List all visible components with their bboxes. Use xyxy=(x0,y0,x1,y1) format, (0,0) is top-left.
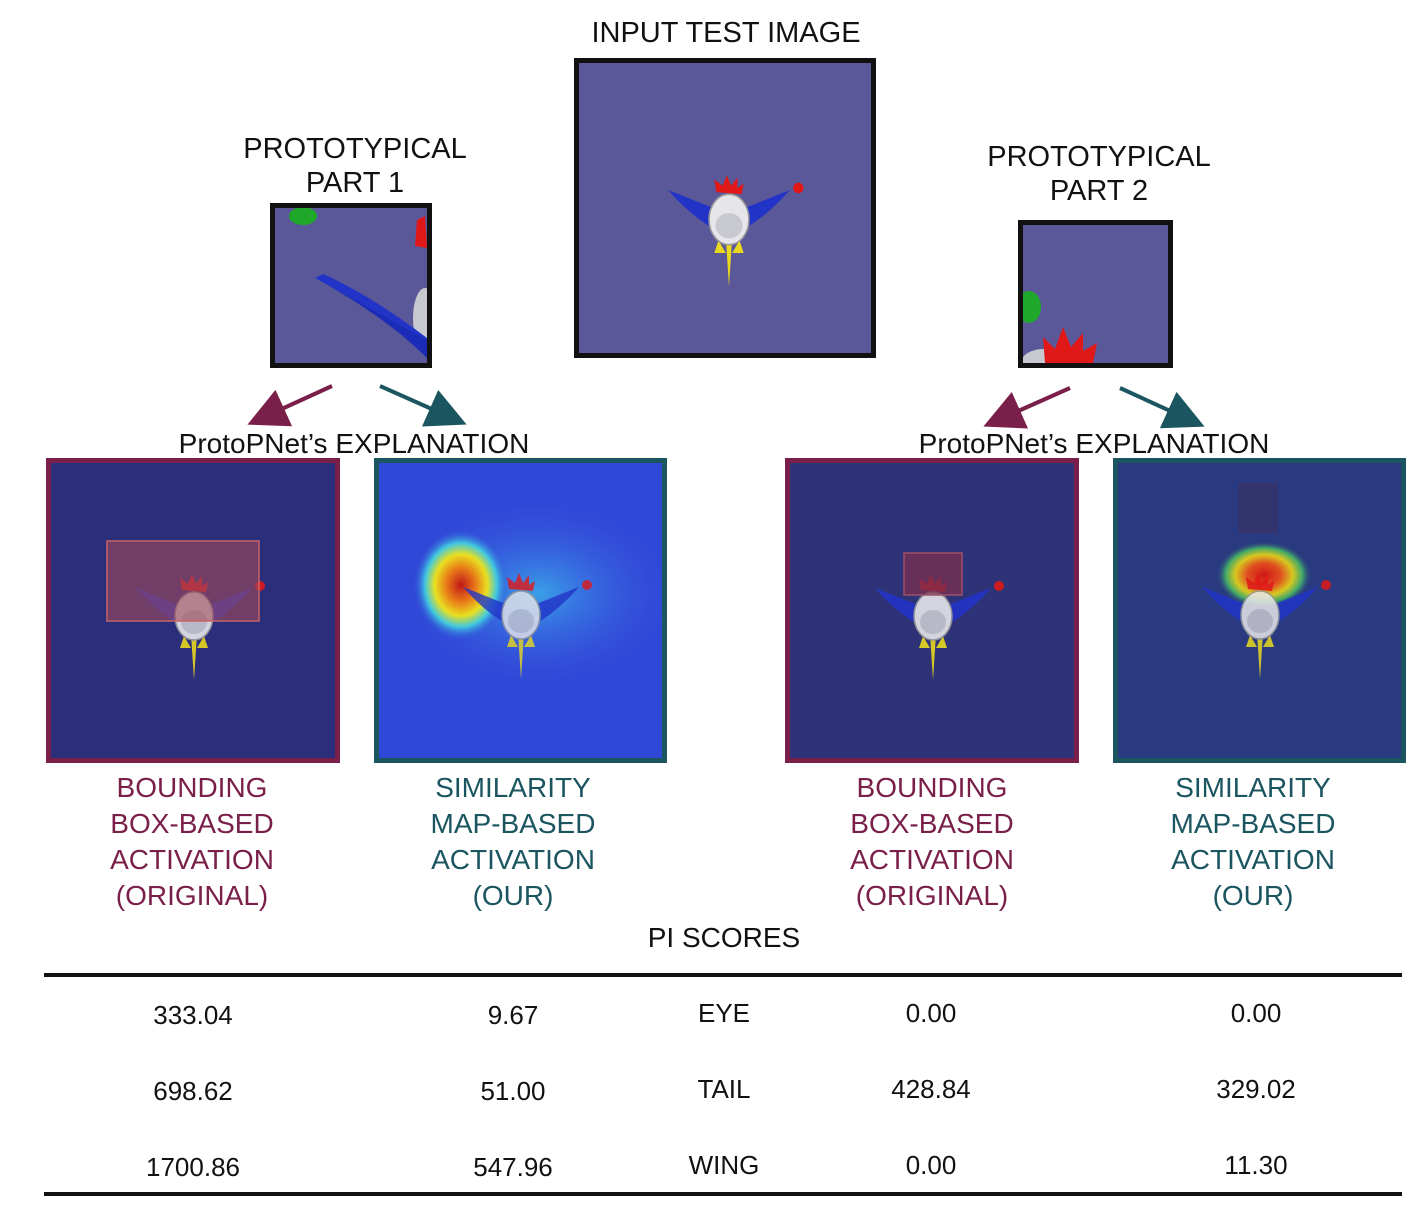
part-label: TAIL xyxy=(697,1074,751,1104)
part2-bbox-activation-image xyxy=(785,458,1079,763)
caption-part1-sim: SIMILARITY MAP-BASED ACTIVATION (OUR) xyxy=(363,770,663,914)
p1-sim-score: 51.00 xyxy=(480,1076,546,1106)
input-test-image xyxy=(574,58,876,358)
caption-line: SIMILARITY xyxy=(435,772,591,803)
caption-part1-bbox: BOUNDING BOX-BASED ACTIVATION (ORIGINAL) xyxy=(42,770,342,914)
caption-line: BOX-BASED xyxy=(850,808,1014,839)
arrow-part1-to-sim xyxy=(379,384,467,427)
caption-part2-sim: SIMILARITY MAP-BASED ACTIVATION (OUR) xyxy=(1103,770,1403,914)
caption-part2-bbox: BOUNDING BOX-BASED ACTIVATION (ORIGINAL) xyxy=(782,770,1082,914)
part-label: EYE xyxy=(697,998,751,1028)
p2-bbox-score: 0.00 xyxy=(905,1150,957,1180)
p1-bbox-score: 333.04 xyxy=(153,1000,233,1030)
caption-line: (ORIGINAL) xyxy=(115,880,269,911)
caption-line: ACTIVATION xyxy=(1171,844,1335,875)
arrow-part2-to-sim xyxy=(1119,386,1205,429)
p2-sim-score: 329.02 xyxy=(1216,1074,1296,1104)
arrow-part2-to-bbox xyxy=(983,386,1071,429)
caption-line: (OUR) xyxy=(472,880,554,911)
prototype-part1-image xyxy=(270,203,432,368)
caption-line: BOUNDING xyxy=(116,772,268,803)
input-image-title: INPUT TEST IMAGE xyxy=(591,17,861,49)
prototype-part2-image xyxy=(1018,220,1173,368)
caption-line: ACTIVATION xyxy=(431,844,595,875)
part1-title-line2: PART 1 xyxy=(305,167,405,199)
caption-line: ACTIVATION xyxy=(110,844,274,875)
p2-bbox-score: 0.00 xyxy=(905,998,957,1028)
p2-sim-score: 0.00 xyxy=(1230,998,1282,1028)
caption-line: ACTIVATION xyxy=(850,844,1014,875)
explanation-label-part1: ProtoPNet’s EXPLANATION xyxy=(178,428,530,459)
p1-sim-score: 9.67 xyxy=(487,1000,539,1030)
part-label: WING xyxy=(688,1150,760,1180)
p2-sim-score: 11.30 xyxy=(1224,1150,1288,1180)
p1-bbox-score: 1700.86 xyxy=(146,1152,240,1182)
caption-line: MAP-BASED xyxy=(430,808,596,839)
caption-line: MAP-BASED xyxy=(1170,808,1336,839)
part2-title-line2: PART 2 xyxy=(1049,175,1149,207)
pi-scores-title: PI SCORES xyxy=(647,922,801,953)
caption-line: (ORIGINAL) xyxy=(855,880,1009,911)
caption-line: BOUNDING xyxy=(856,772,1008,803)
part1-similarity-map-image xyxy=(374,458,667,763)
p1-sim-score: 547.96 xyxy=(473,1152,553,1182)
part2-title: PROTOTYPICAL PART 2 xyxy=(949,140,1249,208)
explanation-label-part2: ProtoPNet’s EXPLANATION xyxy=(918,428,1270,459)
part2-similarity-map-image xyxy=(1113,458,1406,763)
caption-line: BOX-BASED xyxy=(110,808,274,839)
part1-title-line1: PROTOTYPICAL xyxy=(243,133,467,165)
caption-line: SIMILARITY xyxy=(1175,772,1331,803)
p1-bbox-score: 698.62 xyxy=(153,1076,233,1106)
table-top-rule xyxy=(44,973,1402,977)
part1-title: PROTOTYPICAL PART 1 xyxy=(205,132,505,200)
arrow-part1-to-bbox xyxy=(247,384,333,427)
part2-title-line1: PROTOTYPICAL xyxy=(987,141,1211,173)
caption-line: (OUR) xyxy=(1212,880,1294,911)
part1-bbox-activation-image xyxy=(46,458,340,763)
table-bottom-rule xyxy=(44,1192,1402,1196)
p2-bbox-score: 428.84 xyxy=(891,1074,971,1104)
